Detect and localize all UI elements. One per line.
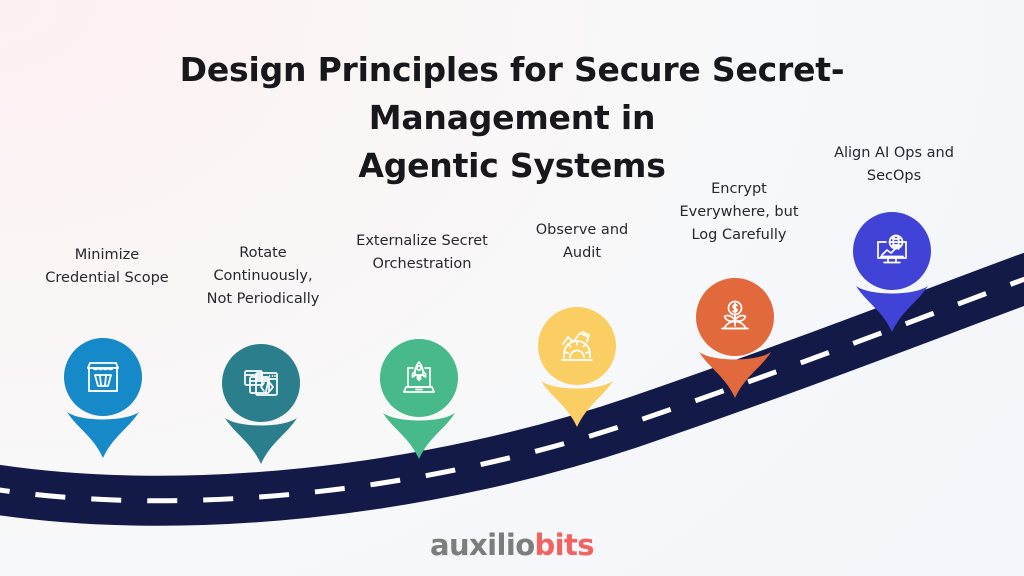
pin-tail-6 [856,286,928,332]
step-pin-3[interactable] [380,339,458,459]
monitor-globe-analytics-icon [853,212,931,290]
step-label-4: Observe and Audit [535,222,629,261]
growth-gear-icon [538,307,616,385]
step-pin-2[interactable] [222,344,300,464]
step-label-5: Encrypt Everywhere, but Log Carefully [679,181,799,243]
step-pin-5[interactable] [696,278,774,398]
pin-head-2 [222,344,300,422]
laptop-rocket-icon [380,339,458,417]
step-pin-1[interactable] [64,338,142,458]
code-windows-icon [222,344,300,422]
storefront-cart-icon [64,338,142,416]
step-label-2: Rotate Continuously, Not Periodically [206,245,320,307]
brand-logo: auxiliobits [0,528,1024,562]
pin-tail-3 [383,413,455,459]
pin-tail-1 [67,412,139,458]
page-title: Design Principles for Secure Secret-Mana… [179,50,845,185]
logo-text-secondary: bits [534,528,595,562]
step-label-3: Externalize Secret Orchestration [356,233,488,272]
pin-tail-5 [699,352,771,398]
step-pin-4[interactable] [538,307,616,427]
logo-text-primary: auxilio [430,528,535,562]
step-label-6: Align AI Ops and SecOps [834,145,954,184]
pin-tail-2 [225,418,297,464]
step-pin-6[interactable] [853,212,931,332]
money-plant-icon [696,278,774,356]
pin-head-1 [64,338,142,416]
step-label-1: Minimize Credential Scope [45,247,169,286]
pin-tail-4 [541,381,613,427]
pin-head-4 [538,307,616,385]
